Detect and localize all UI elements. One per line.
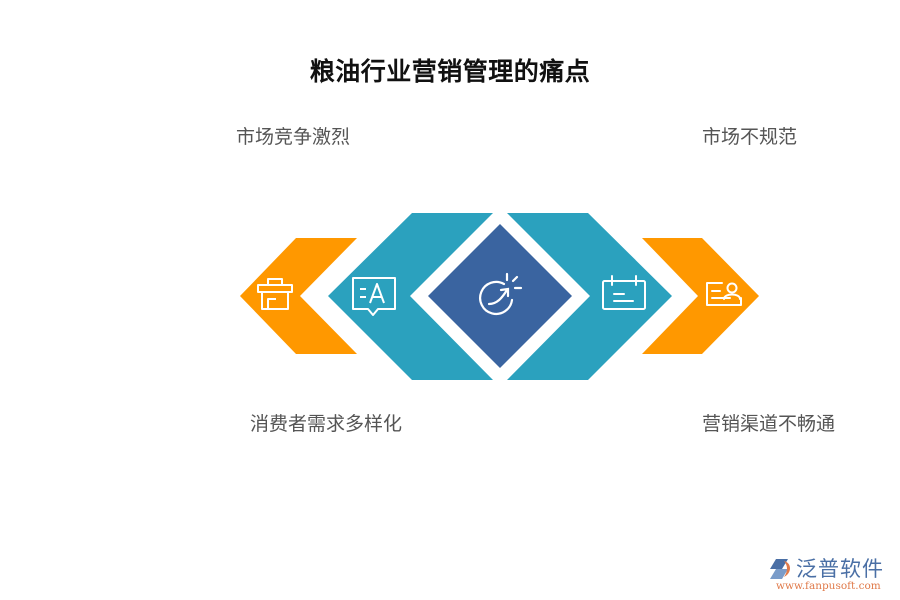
user-card-icon	[706, 282, 742, 306]
speech-text-icon	[352, 277, 396, 316]
label-market-irregular: 市场不规范	[702, 126, 798, 148]
label-consumer-demand: 消费者需求多样化	[250, 413, 403, 435]
logo-url: www.fanpusoft.com	[776, 580, 881, 592]
basket-icon	[257, 278, 293, 310]
label-market-competition: 市场竞争激烈	[236, 126, 351, 148]
growth-refresh-icon	[479, 272, 523, 316]
left-outer-chevron	[240, 238, 357, 354]
label-sales-channel: 营销渠道不畅通	[702, 413, 836, 435]
brand-logo: 泛普软件 www.fanpusoft.com	[768, 553, 893, 595]
right-inner-chevron	[507, 213, 672, 380]
logo-mark-icon	[770, 559, 790, 579]
logo-name: 泛普软件	[796, 557, 884, 581]
diagram-title: 粮油行业营销管理的痛点	[309, 57, 591, 86]
calendar-icon	[602, 275, 646, 310]
center-diamond	[428, 224, 572, 368]
right-outer-chevron	[642, 238, 759, 354]
